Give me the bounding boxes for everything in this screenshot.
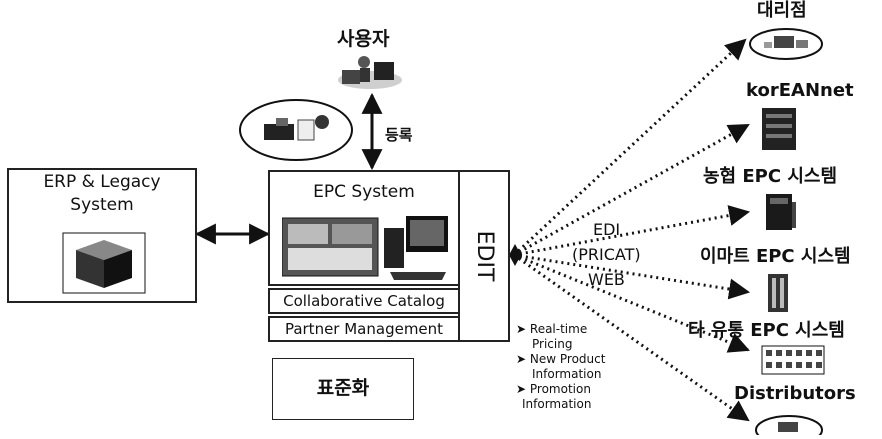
info-list: ➤ Real-time Pricing ➤ New Product Inform… [516,322,624,432]
edit-box: EDIT [458,170,510,342]
server-icon [62,232,146,294]
info-item: ➤ Real-time Pricing [516,322,588,351]
collaborative-catalog-label: Collaborative Catalog [283,292,445,310]
info-item: ➤ Promotion Information [516,382,592,411]
edit-label: EDIT [472,230,497,282]
channel-pricat: (PRICAT) [572,245,641,264]
target-nh-label: 농협 EPC 시스템 [703,166,838,187]
workstation-icon [281,214,450,280]
edit-connector-diamond [509,244,521,266]
collaborative-catalog-box: Collaborative Catalog [268,288,460,314]
epc-system-title: EPC System [313,182,415,202]
target-distributors-label: Distributors [734,383,856,404]
partner-management-box: Partner Management [268,316,460,342]
erp-legacy-system-box: ERP & Legacy System [7,168,197,303]
target-koreannet-label: korEANnet [746,80,854,101]
register-icon [236,96,356,164]
target-other-label: 타 유통 EPC 시스템 [688,320,845,341]
agency-network-icon [748,26,824,62]
partner-management-label: Partner Management [284,320,444,338]
standardization-box: 표준화 [272,358,414,420]
user-label: 사용자 [337,28,390,50]
emart-building-icon [762,272,794,314]
bullet-arrow-icon: ➤ [516,382,527,396]
target-agency-label: 대리점 [757,0,807,21]
dotted-arrow-nh [513,205,751,257]
nh-tower-icon [762,192,798,232]
dotted-arrow-agency [512,38,747,257]
other-building-icon [760,344,828,376]
channel-edi: EDI [593,220,621,239]
erp-title-line1: ERP & Legacy [43,172,161,192]
standardization-label: 표준화 [316,377,370,399]
user-icon [330,50,410,92]
register-label: 등록 [385,126,413,144]
channel-web: WEB [588,270,625,289]
koreannet-server-icon [760,106,800,152]
bullet-arrow-icon: ➤ [516,322,527,336]
bullet-arrow-icon: ➤ [516,352,527,366]
erp-title-line2: System [70,195,134,215]
distributors-network-icon [754,410,824,439]
epc-system-box: EPC System [268,170,460,286]
info-item: ➤ New Product Information [516,352,606,381]
target-emart-label: 이마트 EPC 시스템 [700,246,851,267]
dotted-arrow-koreannet [513,123,750,257]
dotted-arrow-other [513,253,750,353]
